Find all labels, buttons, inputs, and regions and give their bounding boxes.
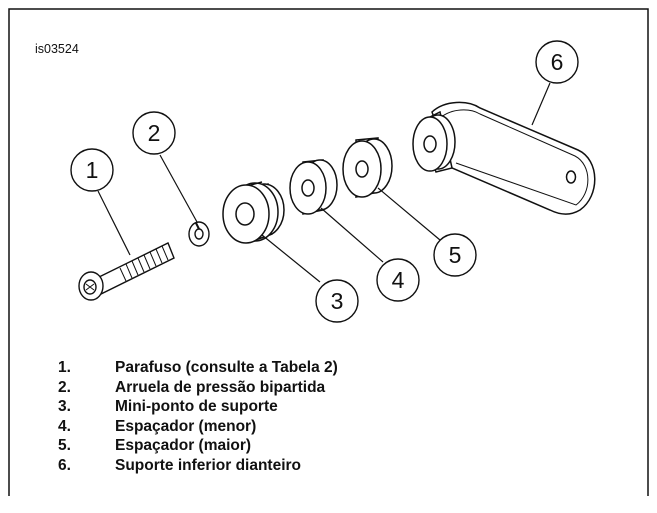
legend-item: 5. Espaçador (maior) [58,436,338,456]
callout-label-6: 6 [551,49,564,75]
leader-line-5 [377,187,441,241]
callout-circle-1 [70,148,114,192]
legend-item: 2. Arruela de pressão bipartida [58,378,338,398]
callouts [70,40,579,323]
figure-border [8,8,649,496]
legend-number: 3. [58,398,71,416]
callout-circle-3 [315,279,359,323]
callout-label-4: 4 [392,267,405,293]
legend-text: Espaçador (maior) [115,437,252,455]
legend-number: 4. [58,417,71,435]
callout-circle-6 [535,40,579,84]
leader-line-1 [97,190,131,256]
callout-label-1: 1 [86,157,99,183]
legend-number: 6. [58,456,71,474]
legend-text: Suporte inferior dianteiro [115,456,302,474]
screw-part [78,242,175,301]
legend-item: 3. Mini-ponto de suporte [58,397,338,417]
leader-line-2 [159,154,198,223]
callout-label-5: 5 [449,242,462,268]
callout-labels: 1 2 3 4 5 6 [86,49,564,314]
legend-text: Espaçador (menor) [115,417,257,435]
legend-text: Parafuso (consulte a Tabela 2) [115,359,338,376]
front-lower-bracket-part [412,101,596,215]
lock-washer-part [188,221,210,247]
callout-label-3: 3 [331,288,344,314]
legend-item: 4. Espaçador (menor) [58,417,338,437]
callout-circle-4 [376,258,420,302]
callout-label-2: 2 [148,120,161,146]
mini-mount-part [222,181,285,244]
leader-line-6 [531,82,551,126]
legend-item: 6. Suporte inferior dianteiro [58,456,338,476]
legend-text: Mini-ponto de suporte [115,398,278,416]
legend-number: 1. [58,359,71,376]
leader-line-3 [261,234,321,283]
legend-number: 5. [58,437,71,455]
parts-legend: 1. Parafuso (consulte a Tabela 2) 2. Arrue… [58,358,338,476]
callout-circle-2 [132,111,176,155]
spacer-small-part [289,159,338,215]
legend-number: 2. [58,378,71,396]
leader-lines [97,82,551,283]
callout-circle-5 [433,233,477,277]
spacer-large-part [342,137,393,198]
legend-text: Arruela de pressão bipartida [115,378,326,396]
legend-item: 1. Parafuso (consulte a Tabela 2) [58,358,338,378]
figure-id-label: is03524 [35,42,79,56]
leader-line-4 [320,207,384,263]
